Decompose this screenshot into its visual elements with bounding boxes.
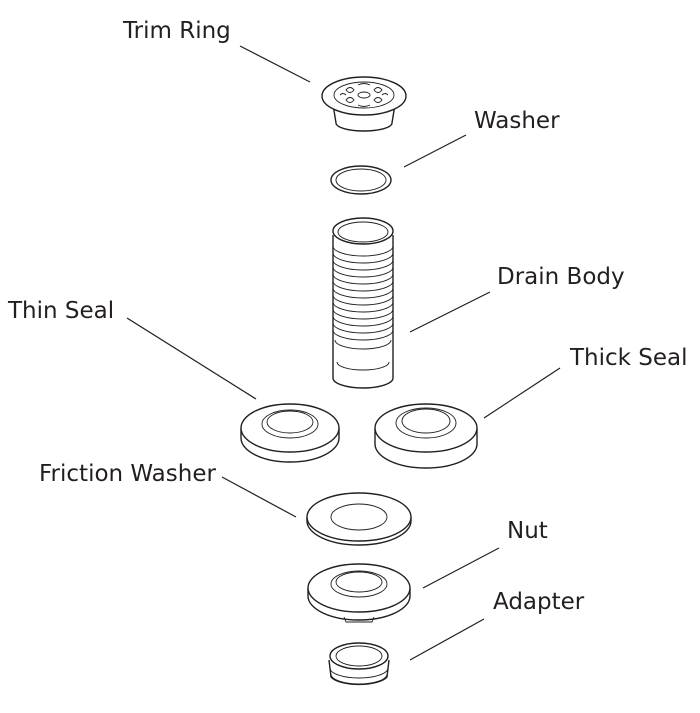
washer-part	[330, 165, 392, 195]
adapter-part	[328, 642, 390, 686]
label-nut: Nut	[507, 518, 548, 544]
label-thick-seal: Thick Seal	[569, 345, 688, 371]
leader-trim-ring	[239, 45, 311, 83]
friction-washer-part	[306, 492, 412, 546]
thin-seal-part	[240, 403, 340, 463]
leader-nut	[422, 547, 500, 589]
leader-thick-seal	[483, 367, 561, 419]
label-trim-ring: Trim Ring	[122, 18, 231, 44]
trim-ring-part	[321, 76, 407, 132]
leader-thin-seal	[126, 317, 257, 400]
strainer-pattern	[339, 83, 389, 107]
label-washer: Washer	[474, 108, 560, 134]
leader-friction-washer	[221, 476, 297, 518]
leader-washer	[403, 134, 467, 168]
drain-body-threads	[332, 245, 394, 371]
nut-part	[307, 563, 411, 623]
label-adapter: Adapter	[493, 589, 585, 615]
thick-seal-part	[374, 403, 478, 469]
leader-adapter	[409, 618, 485, 661]
leader-drain-body	[409, 291, 491, 333]
label-drain-body: Drain Body	[497, 264, 625, 290]
label-thin-seal: Thin Seal	[7, 298, 114, 324]
label-friction-washer: Friction Washer	[39, 461, 216, 487]
drain-body-part	[332, 217, 394, 389]
